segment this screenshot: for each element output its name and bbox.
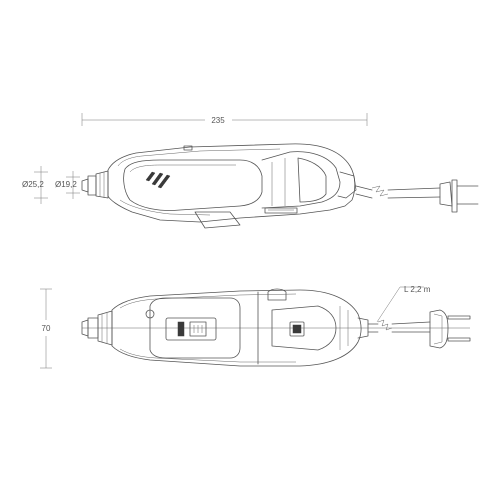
top-cord-plug	[367, 309, 471, 349]
length-label: 235	[211, 116, 225, 125]
spindle-lock-button	[145, 309, 155, 319]
speed-dial	[289, 321, 305, 337]
vent-slots	[145, 171, 171, 189]
diameter-outer-label: Ø25,2	[22, 180, 44, 189]
height-dimension: 70	[40, 288, 52, 369]
height-label: 70	[42, 324, 51, 333]
top-slide-switch	[165, 317, 217, 341]
length-dimension: 235	[81, 113, 368, 126]
side-collet	[81, 170, 109, 199]
diameter-dimensions: Ø25,2 Ø19,2	[22, 166, 80, 204]
diameter-inner-label: Ø19,2	[55, 180, 77, 189]
side-housing	[107, 143, 357, 229]
side-view: 235 Ø25,2 Ø19,2	[22, 113, 479, 229]
top-view: 70 L 2,2 m	[40, 285, 471, 369]
side-cord	[355, 179, 479, 213]
top-housing	[111, 288, 369, 367]
cord-length-label: L 2,2 m	[404, 285, 431, 294]
cord-length-annotation: L 2,2 m	[376, 285, 431, 323]
